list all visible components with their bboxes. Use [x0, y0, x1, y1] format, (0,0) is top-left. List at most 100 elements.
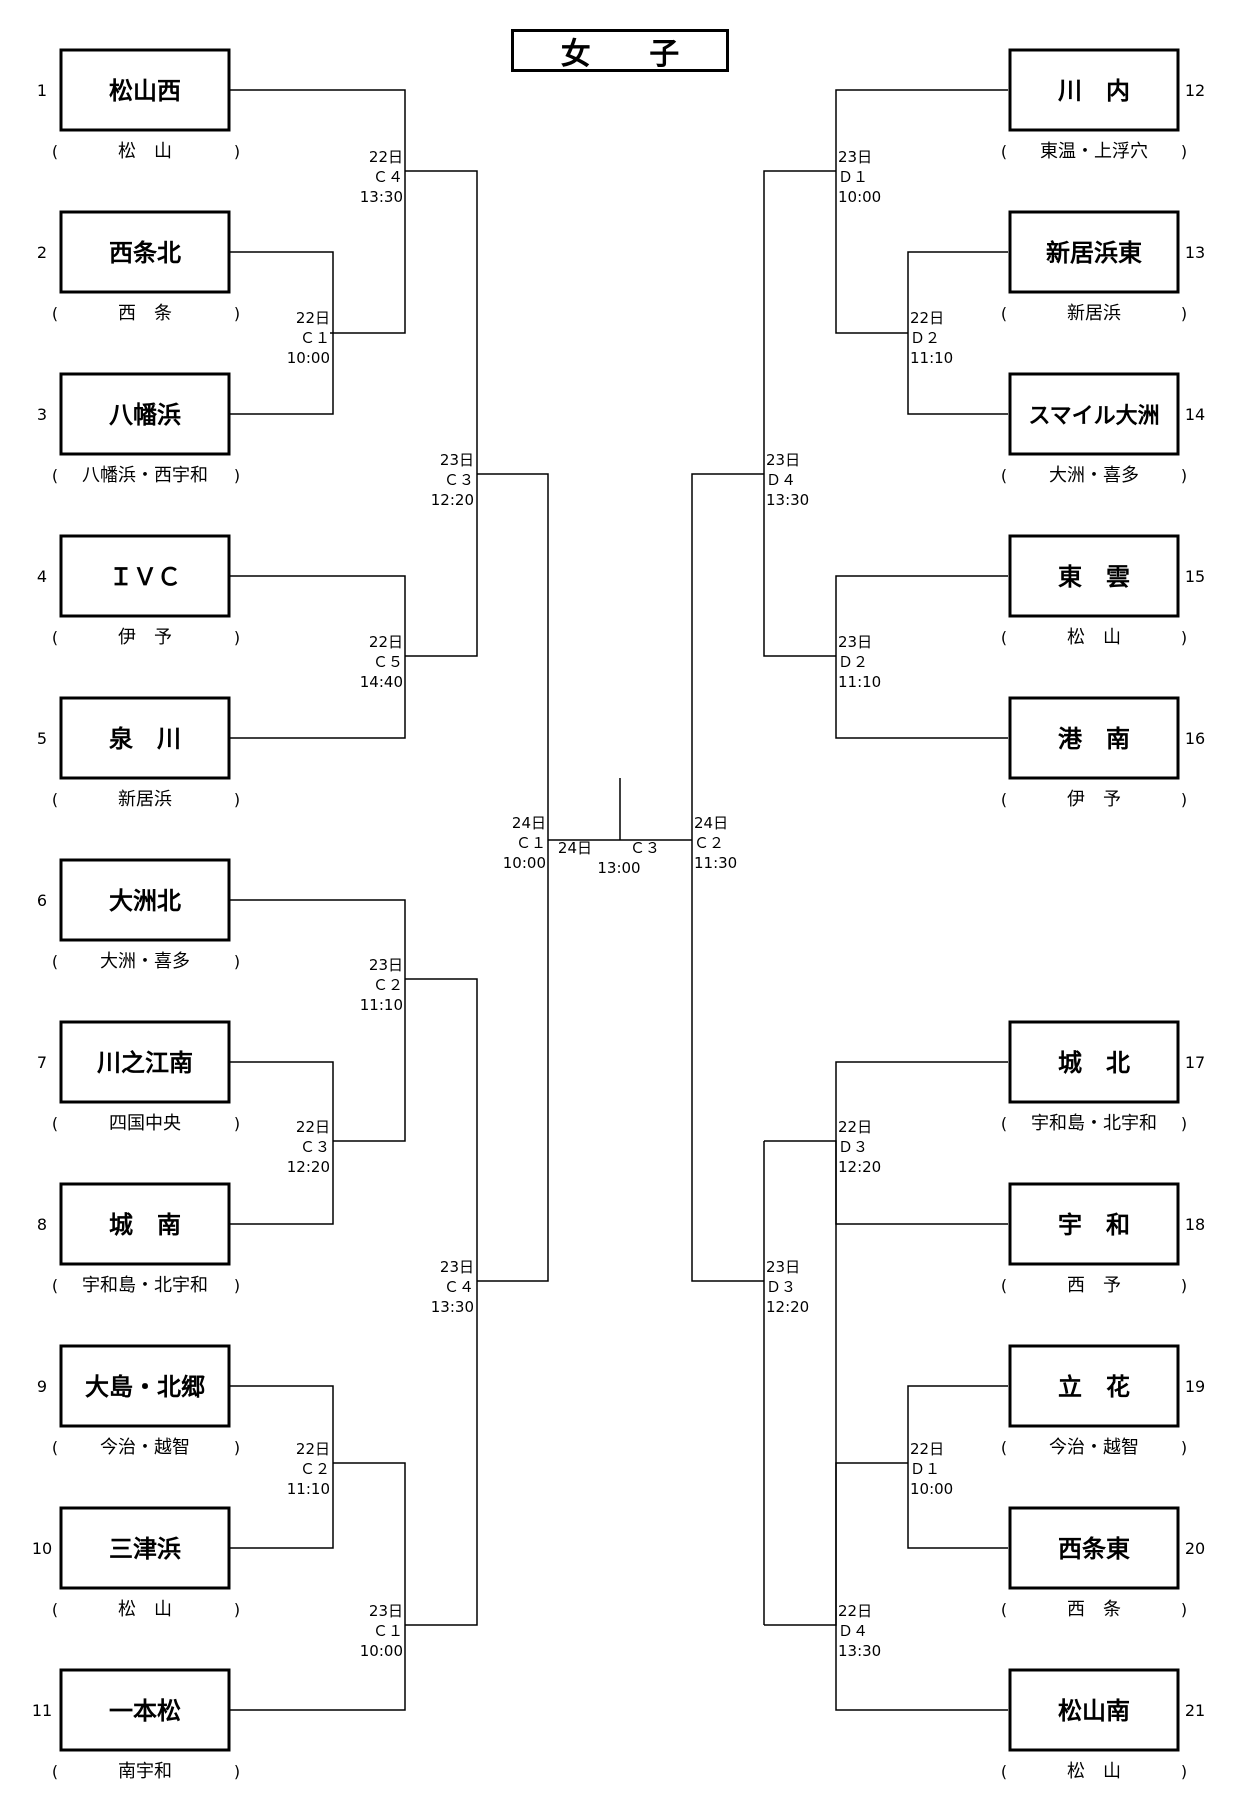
region-open-paren: ( [1001, 1114, 1007, 1133]
team-name: 新居浜東 [1046, 239, 1142, 267]
region-open-paren: ( [52, 1276, 58, 1295]
team-region: 大洲・喜多 [100, 951, 190, 972]
team-box [59, 210, 231, 294]
team-number: 11 [32, 1701, 52, 1720]
match-time: 10:00 [910, 1480, 953, 1498]
match-time: 11:10 [360, 996, 403, 1014]
region-close-paren: ) [234, 952, 240, 971]
match-court: Ｃ１ [516, 834, 546, 852]
bracket-line [405, 170, 478, 657]
region-open-paren: ( [52, 1762, 58, 1781]
final-time: 13:00 [597, 859, 640, 877]
team-name: 松山西 [109, 77, 181, 105]
team-region: 今治・越智 [100, 1437, 190, 1458]
team-number: 5 [37, 729, 47, 748]
team-name: 立 花 [1058, 1373, 1130, 1401]
team-box [59, 372, 231, 456]
final-court: Ｃ３ [630, 839, 660, 857]
team-box [1008, 1668, 1180, 1752]
match-time: 11:10 [910, 349, 953, 367]
region-open-paren: ( [52, 1438, 58, 1457]
region-close-paren: ) [1181, 1114, 1187, 1133]
bracket-line [230, 89, 406, 334]
bracket-line [907, 251, 1008, 415]
match-day: 22日 [838, 1602, 872, 1620]
team-box [1008, 1506, 1180, 1590]
match-court: Ｄ４ [766, 471, 796, 489]
match-time: 10:00 [360, 1642, 403, 1660]
region-open-paren: ( [52, 628, 58, 647]
region-open-paren: ( [1001, 790, 1007, 809]
team-number: 18 [1185, 1215, 1205, 1234]
match-court: Ｃ２ [373, 976, 403, 994]
region-close-paren: ) [234, 304, 240, 323]
team-number: 9 [37, 1377, 47, 1396]
region-close-paren: ) [234, 1276, 240, 1295]
region-open-paren: ( [52, 304, 58, 323]
bracket-line [405, 978, 478, 1626]
match-day: 23日 [369, 1602, 403, 1620]
region-close-paren: ) [1181, 142, 1187, 161]
team-box [59, 1344, 231, 1428]
region-close-paren: ) [1181, 1762, 1187, 1781]
bracket-line [230, 1061, 334, 1225]
team-region: 伊 予 [1067, 789, 1121, 810]
team-box [1008, 696, 1180, 780]
team-region: 松 山 [118, 141, 172, 162]
team-region: 伊 予 [118, 627, 172, 648]
region-close-paren: ) [1181, 1600, 1187, 1619]
team-name: ＩＶＣ [109, 563, 181, 591]
team-box [59, 696, 231, 780]
region-open-paren: ( [52, 1114, 58, 1133]
final-day: 24日 [558, 839, 592, 857]
team-number: 17 [1185, 1053, 1205, 1072]
team-name: 三津浜 [109, 1535, 181, 1563]
team-number: 3 [37, 405, 47, 424]
team-name: 泉 川 [109, 725, 181, 753]
match-time: 11:10 [287, 1480, 330, 1498]
team-region: 西 条 [118, 303, 172, 324]
match-day: 22日 [838, 1118, 872, 1136]
team-box [59, 858, 231, 942]
team-box [59, 1506, 231, 1590]
match-time: 10:00 [838, 188, 881, 206]
team-number: 6 [37, 891, 47, 910]
region-open-paren: ( [52, 1600, 58, 1619]
team-name: 宇 和 [1058, 1211, 1130, 1239]
region-open-paren: ( [1001, 1762, 1007, 1781]
bracket-line [691, 473, 764, 1282]
team-name: 松山南 [1058, 1697, 1130, 1725]
match-time: 10:00 [503, 854, 546, 872]
match-time: 12:20 [838, 1158, 881, 1176]
team-box [1008, 1020, 1180, 1104]
team-name: 西条東 [1058, 1535, 1130, 1563]
bracket-line [230, 1462, 406, 1711]
team-region: 八幡浜・西宇和 [82, 465, 208, 486]
match-day: 23日 [838, 148, 872, 166]
team-region: 南宇和 [118, 1761, 172, 1782]
team-box [59, 48, 231, 132]
region-open-paren: ( [52, 466, 58, 485]
region-close-paren: ) [234, 1114, 240, 1133]
match-time: 11:30 [694, 854, 737, 872]
match-time: 13:30 [766, 491, 809, 509]
bracket-title: 女 子 [511, 29, 729, 72]
team-number: 16 [1185, 729, 1205, 748]
region-close-paren: ) [1181, 790, 1187, 809]
region-open-paren: ( [1001, 304, 1007, 323]
team-number: 10 [32, 1539, 52, 1558]
team-region: 今治・越智 [1049, 1437, 1139, 1458]
match-court: Ｄ１ [910, 1460, 940, 1478]
match-court: Ｃ２ [300, 1460, 330, 1478]
team-number: 21 [1185, 1701, 1205, 1720]
region-close-paren: ) [1181, 466, 1187, 485]
match-time: 12:20 [287, 1158, 330, 1176]
match-court: Ｃ４ [444, 1278, 474, 1296]
region-open-paren: ( [52, 790, 58, 809]
match-day: 24日 [694, 814, 728, 832]
bracket-line [835, 1462, 1008, 1711]
match-time: 12:20 [431, 491, 474, 509]
team-region: 大洲・喜多 [1049, 465, 1139, 486]
